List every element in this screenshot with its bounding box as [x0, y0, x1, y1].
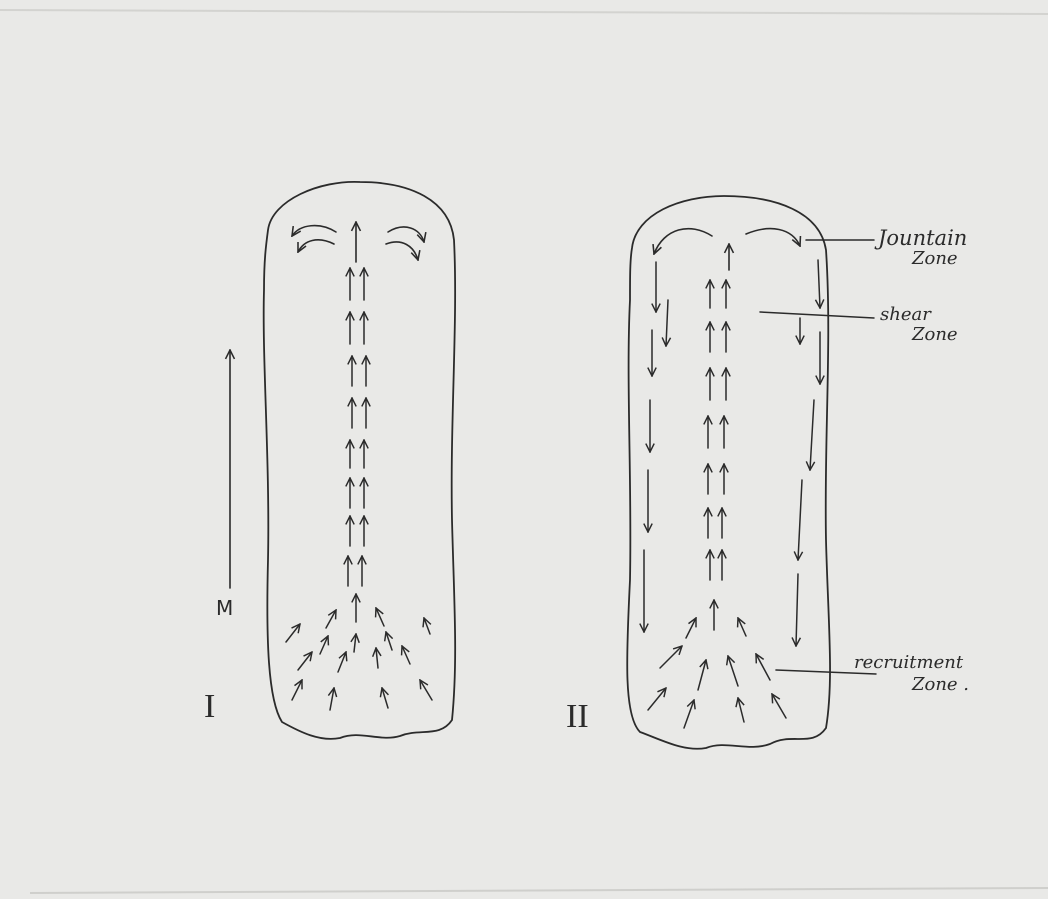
roman-label-two: II: [566, 700, 589, 734]
roman-label-one: I: [204, 690, 215, 724]
fountain-arrows-one: [292, 222, 424, 262]
paper-bottom-edge: [30, 888, 1048, 893]
central-flow-arrows-two: [708, 280, 726, 630]
label-fountain-line2: Zone: [912, 250, 958, 268]
paper-top-edge: [0, 10, 1048, 14]
outline-diagram-one: [264, 182, 455, 739]
recruitment-arrows-two: [648, 618, 786, 728]
label-shear-line1: shear: [880, 306, 931, 324]
outline-diagram-two: [627, 196, 830, 749]
central-flow-arrows-one: [348, 268, 366, 622]
downward-flow-arrows-two: [644, 260, 820, 646]
annotation-leaders: [760, 240, 876, 674]
label-recruitment-line2: Zone .: [912, 676, 969, 694]
axis-label-m: M: [216, 598, 233, 618]
label-recruitment-line1: recruitment: [854, 654, 963, 672]
label-shear-line2: Zone: [912, 326, 958, 344]
recruitment-arrows-one: [286, 608, 432, 710]
fountain-arrows-two: [654, 229, 800, 270]
label-fountain-line1: Jountain: [878, 228, 967, 249]
